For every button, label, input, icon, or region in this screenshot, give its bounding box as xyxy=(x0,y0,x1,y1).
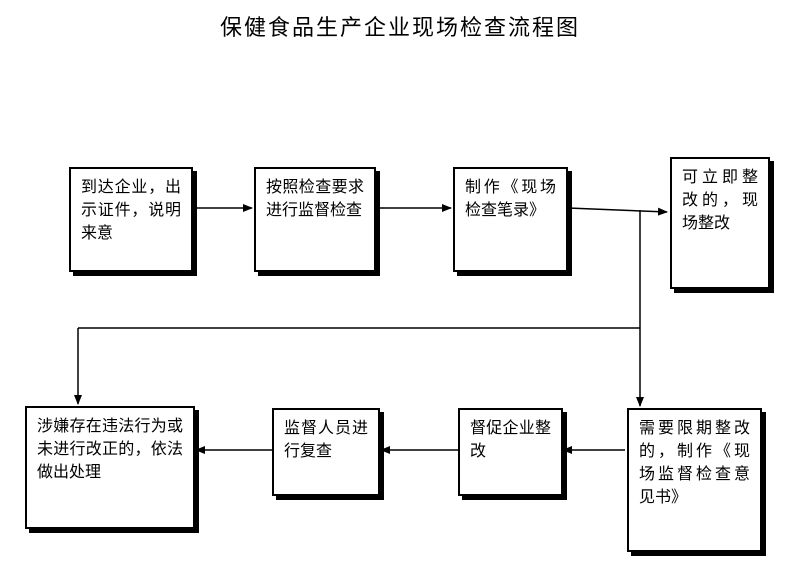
step-inspect-box: 按照检查要求进行监督检查 xyxy=(254,167,376,272)
step-record-box: 制作《现场检查笔录》 xyxy=(453,167,568,272)
step-immediate-fix-box: 可立即整改的，现场整改 xyxy=(670,157,770,289)
step-recheck-box: 监督人员进行复查 xyxy=(272,408,380,496)
step-legal-action-box: 涉嫌存在违法行为或未进行改正的，依法做出处理 xyxy=(25,406,195,529)
step-deadline-notice-box: 需要限期整改的，制作《现场监督检查意见书》 xyxy=(627,408,762,552)
arrow-step3-to-step4 xyxy=(567,207,668,216)
diagram-title: 保健食品生产企业现场检查流程图 xyxy=(219,16,580,41)
step-arrive-box: 到达企业，出示证件，说明来意 xyxy=(69,167,193,272)
step-urge-fix-box: 督促企业整改 xyxy=(458,408,563,496)
